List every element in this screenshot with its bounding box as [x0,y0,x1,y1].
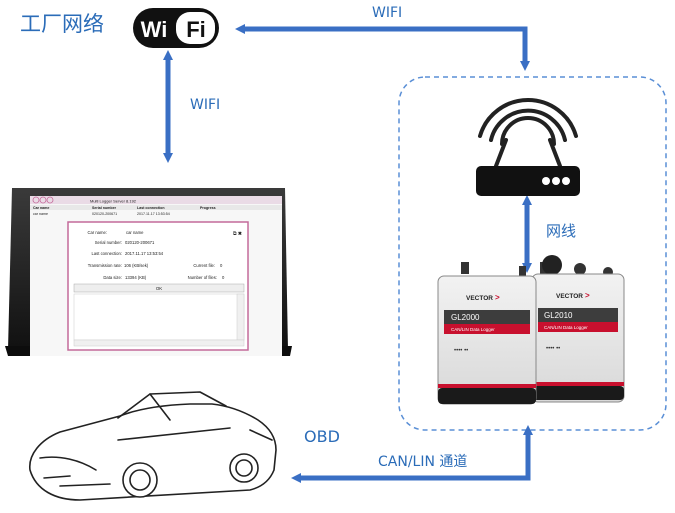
logger-1-brand-mark: > [495,293,500,302]
col-serial: Serial number [92,206,117,210]
ethernet-label: 网线 [546,222,577,240]
detail-car-name-value: car name [126,230,144,235]
logger-gl2010 [531,255,625,403]
row-serial[interactable]: 020120-200671 [92,212,117,216]
detail-car-name-label: Car name: [87,230,107,235]
logger-1-leds: •••• •• [454,348,468,354]
detail-serial-label: Serial number: [95,240,122,245]
row-last-connection[interactable]: 2017.11.17 13:53:54 [137,212,170,216]
logger-2-subtitle: CAN/LIN Data Logger [544,325,588,330]
wifi-left-label: WIFI [190,97,221,113]
can-lin-label: CAN/LIN 通道 [378,454,468,470]
detail-rate-value: 106 (KB/sek) [124,263,149,268]
detail-current-file-value: 0 [220,263,223,268]
logger-1-model: GL2000 [451,313,480,322]
logger-2-model: GL2010 [544,311,573,320]
router-icon [476,98,580,196]
dialog-scrollbar[interactable] [236,293,245,341]
col-progress: Progress [200,206,216,210]
detail-current-file-label: Current file: [193,263,215,268]
wifi-top-label: WIFI [372,5,403,21]
logger-1-subtitle: CAN/LIN Data Logger [451,327,495,332]
row-car-name[interactable]: car name [33,212,48,216]
dialog-icons: ⧉ ✖ [233,231,242,237]
app-window-title: Multi Logger Server 8.192 [90,199,137,204]
logger-1-brand: VECTOR [466,295,493,302]
logger-2-leds: •••• •• [546,346,560,352]
ok-button-shape[interactable] [73,283,245,293]
detail-data-size-value: 13394 (KB) [125,275,147,280]
car-convertible-icon [29,391,277,501]
detail-last-connection-value: 2017.11.17 13:53:54 [125,251,164,256]
svg-text:Fi: Fi [186,17,206,42]
detail-last-connection-label: Last connection: [92,251,123,256]
logger-2-brand-mark: > [585,291,590,300]
factory-network-label: 工厂网络 [20,12,104,36]
svg-text:Wi: Wi [141,17,168,42]
logger-2-brand: VECTOR [556,293,583,300]
can-lin-link [291,425,533,483]
wifi-logo: Wi Fi [133,8,219,48]
laptop: Multi Logger Server 8.192 Car name Seria… [5,188,292,356]
detail-serial-value: 020120-200671 [125,240,155,245]
detail-data-size-label: Data size: [103,275,122,280]
detail-num-files-value: 0 [222,275,225,280]
col-car-name: Car name [33,206,49,210]
detail-rate-label: Transmission rate: [88,263,122,268]
obd-label: OBD [304,427,340,446]
logger-gl2000 [437,262,537,405]
col-last-connection: Last connection [137,206,165,210]
detail-num-files-label: Number of files: [188,275,217,280]
ok-button[interactable]: OK [156,286,162,291]
wifi-top-link [235,24,530,71]
